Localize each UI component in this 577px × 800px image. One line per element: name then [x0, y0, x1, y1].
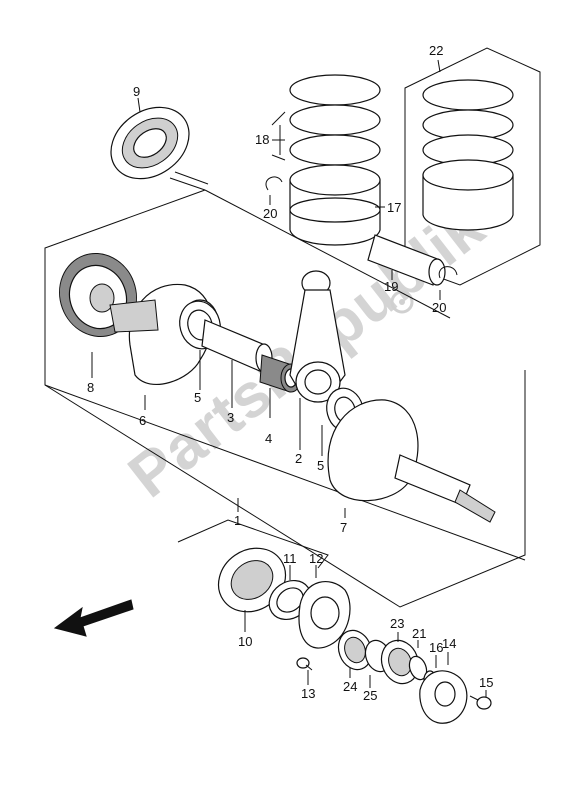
callout-20a: 20: [263, 206, 277, 221]
callout-7: 7: [340, 520, 347, 535]
plate-14: [419, 670, 468, 724]
callout-20b: 20: [432, 300, 446, 315]
watermark-gear-icon: [390, 290, 414, 314]
seal-23: [380, 639, 420, 685]
bolt-15: [469, 695, 492, 710]
callout-17: 17: [387, 200, 401, 215]
assembly-frame-top: [204, 189, 451, 319]
callout-6: 6: [139, 413, 146, 428]
callout-4: 4: [265, 431, 272, 446]
callout-5a: 5: [194, 390, 201, 405]
callout-12: 12: [309, 551, 323, 566]
retainer-plate-12: [298, 581, 351, 649]
clip-20a: [265, 176, 283, 191]
bearing-24: [337, 629, 373, 671]
piston-kit-22: [422, 79, 514, 231]
callout-3: 3: [227, 410, 234, 425]
callout-11: 11: [283, 551, 297, 566]
screw-13: [296, 657, 313, 671]
frame-divider: [44, 384, 526, 561]
crank-web-7: [327, 399, 496, 523]
piston-17: [289, 74, 381, 246]
callout-5b: 5: [317, 458, 324, 473]
callout-2: 2: [295, 451, 302, 466]
callout-18: 18: [255, 132, 269, 147]
callout-19: 19: [384, 279, 398, 294]
callout-22: 22: [429, 43, 443, 58]
lower-frame: [177, 519, 329, 569]
callout-1: 1: [234, 513, 241, 528]
callout-14: 14: [442, 636, 456, 651]
callout-21: 21: [412, 626, 426, 641]
callout-16: 16: [429, 640, 443, 655]
assembly-frame-1: [44, 189, 526, 608]
callout-8: 8: [87, 380, 94, 395]
bearing-9: [110, 106, 190, 180]
direction-arrow-icon: [53, 599, 134, 637]
callout-9: 9: [133, 84, 140, 99]
connecting-rod-2: [289, 270, 346, 403]
frame-upper-edge-2: [169, 177, 206, 191]
washer-21: [408, 655, 428, 681]
piston-pin-19: [367, 234, 446, 286]
frame-upper-edge: [174, 171, 209, 185]
oil-seal-10: [217, 547, 287, 613]
leader-lines: [91, 59, 487, 697]
callout-13: 13: [301, 686, 315, 701]
callout-24: 24: [343, 679, 357, 694]
callout-10: 10: [238, 634, 252, 649]
clip-20b: [438, 266, 458, 279]
callout-15: 15: [479, 675, 493, 690]
callout-25: 25: [363, 688, 377, 703]
callout-23: 23: [390, 616, 404, 631]
